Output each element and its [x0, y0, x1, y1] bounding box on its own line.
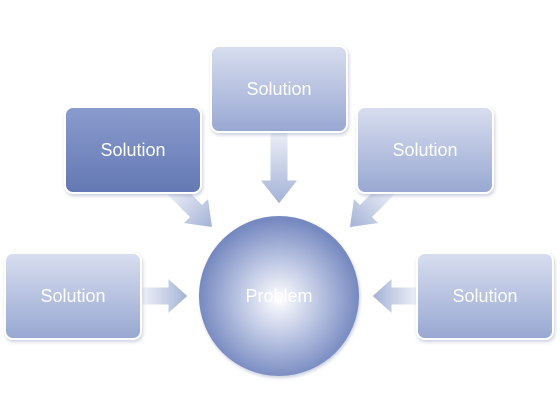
solution-box-top: Solution: [210, 45, 348, 133]
solution-box-upper-left: Solution: [64, 106, 202, 194]
problem-label: Problem: [245, 286, 312, 306]
arrow-right: [371, 276, 419, 316]
solution-label-top: Solution: [246, 79, 311, 99]
solution-box-right: Solution: [416, 252, 554, 340]
problem-node: Problem: [199, 216, 359, 376]
arrow-top: [258, 129, 300, 205]
solution-box-left: Solution: [4, 252, 142, 340]
arrow-left: [141, 276, 189, 316]
solution-box-upper-right: Solution: [356, 106, 494, 194]
solution-label-left: Solution: [40, 286, 105, 306]
solution-label-right: Solution: [452, 286, 517, 306]
solution-label-upper-right: Solution: [392, 140, 457, 160]
solution-label-upper-left: Solution: [100, 140, 165, 160]
